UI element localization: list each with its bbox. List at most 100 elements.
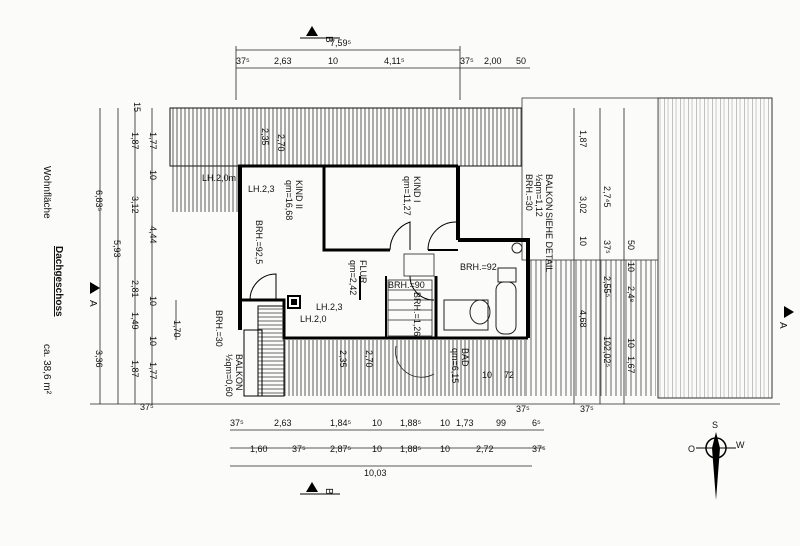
section-markers [90,26,794,495]
dim-label: 3,36 [94,350,104,368]
dim-label: 1,70 [172,320,182,338]
dim-label: 4,11⁵ [384,56,405,66]
dim-label: 10 [482,370,492,380]
dim-label: 2,63 [274,56,292,66]
dim-label: 15 [132,102,142,112]
balcony-right-name: BALKON [544,174,554,211]
dim-label: 1,87 [130,360,140,378]
dim-label: 2,35 [338,350,348,368]
dim-label: 1,87 [130,132,140,150]
dim-right: 1,87 3,02 2,4⁸ 4,68 1,67 2,7⁴5 10 37⁵ 2,… [516,130,636,414]
dim-bottom-row1: 37⁵ 2,63 1,84⁵ 10 1,88⁵ 10 1,73 99 6⁵ [230,418,541,428]
balcony-left-brh: BRH.=30 [214,310,224,347]
brh-label: BRH.=92 [460,262,497,272]
roof-hatching-left [170,166,238,212]
roof-hatching-top [169,107,523,167]
lh-label: LH.2,3 [248,184,275,194]
dim-label: 2,70 [364,350,374,368]
dim-label: 10 [148,336,158,346]
dim-label: 1,77 [148,132,158,150]
room-kind2-area: qm=16,68 [284,180,294,220]
dim-label: 2,7⁴5 [602,186,612,207]
dim-label: 1,77 [148,362,158,380]
dim-label: 10 [372,444,382,454]
dim-label: 37⁵ [580,404,594,414]
area-value: ca. 38,6 m² [41,344,52,395]
dim-label: 10 [148,170,158,180]
dim-label: 1,49 [130,312,140,330]
dim-top-total: 7,59⁵ [330,38,352,48]
dim-label: 99 [496,418,506,428]
chimney [287,295,301,309]
dim-label: 2,00 [484,56,502,66]
dim-label: 3,12 [130,196,140,214]
roof-hatching-bottom [282,260,656,396]
dim-label: 10 [440,444,450,454]
dim-label: 6,83⁵ [94,190,104,212]
lh-label: LH.2,3 [316,302,343,312]
floor-label: Dachgeschoss [53,246,64,317]
dim-label: 1,88⁵ [400,444,422,454]
dim-label: 1,87 [578,130,588,148]
room-kind1-area: qm=11,27 [402,176,412,216]
dim-label: 37⁵ [140,402,154,412]
room-bad-name: BAD [460,348,470,367]
balcony-left-name: BALKON [234,354,244,391]
dim-label: 10 [626,338,636,348]
dim-label: 6⁵ [532,418,541,428]
dim-label: 2,63 [274,418,292,428]
dim-label: 5,93 [112,240,122,258]
dim-label: 37⁵ [602,240,612,254]
dim-label: 37⁵ [460,56,474,66]
dim-label: 10 [372,418,382,428]
dim-label: 2,81 [130,280,140,298]
dim-label: 37⁵ [236,56,250,66]
section-marker-label: A [777,322,788,329]
dim-label: 10 [578,236,588,246]
dim-label: 37⁵ [516,404,530,414]
dim-label: 72 [504,370,514,380]
lh-label: LH.2,0m [202,173,236,183]
dim-bottom-total: 10,03 [364,468,387,478]
bath-fixtures [443,242,523,335]
dim-label: 1,88⁵ [400,418,422,428]
dim-top-row: 37⁵ 2,63 10 4,11⁵ 37⁵ 2,00 50 [236,56,526,66]
dim-left: 15 6,83⁵ 3,36 5,93 37⁵ 1,87 3,12 2,81 1,… [94,102,286,412]
north-arrow-icon: S O W [688,420,745,500]
dim-label: 3,02 [578,196,588,214]
dim-label: 37⁵ [292,444,306,454]
room-kind2-name: KIND II [294,180,304,209]
dim-label: 10 [328,56,338,66]
dim-label: 1,73 [456,418,474,428]
section-marker-label: B [323,488,334,495]
dim-label: 10 [148,296,158,306]
svg-text:O: O [688,444,695,454]
dim-label: 2,02⁵ [602,346,612,368]
dim-label: 2,87⁵ [330,444,352,454]
balcony-left [243,305,285,397]
terrace-deck-right [521,97,773,399]
brh-label: BRH.=1,26 [412,292,422,336]
dim-label: 37⁵ [532,444,546,454]
dim-label: 2,55⁵ [602,276,612,298]
room-kind1-name: KIND I [412,176,422,203]
dim-label: 10 [626,262,636,272]
dim-label: 4,68 [578,310,588,328]
dim-label: 2,72 [476,444,494,454]
dim-bottom-row2: 1,60 37⁵ 2,87⁵ 10 1,88⁵ 10 2,72 37⁵ [250,444,546,454]
balcony-right-note: SIEHE DETAIL [544,212,554,272]
dim-label: 2,35 [260,128,270,146]
area-label: Wohnfläche [41,166,52,219]
brh-label: BRH.=90 [388,280,425,290]
exterior-walls [238,164,530,340]
dim-label: 1,60 [250,444,268,454]
dim-label: 50 [516,56,526,66]
dim-label: 2,70 [276,134,286,152]
dim-label: 2,4⁸ [626,286,636,303]
dim-label: 50 [626,240,636,250]
balcony-right-brh: BRH.=30 [524,174,534,211]
room-bad-area: qm=6,15 [450,348,460,383]
staircase [387,253,435,378]
section-marker-label: A [87,300,98,307]
